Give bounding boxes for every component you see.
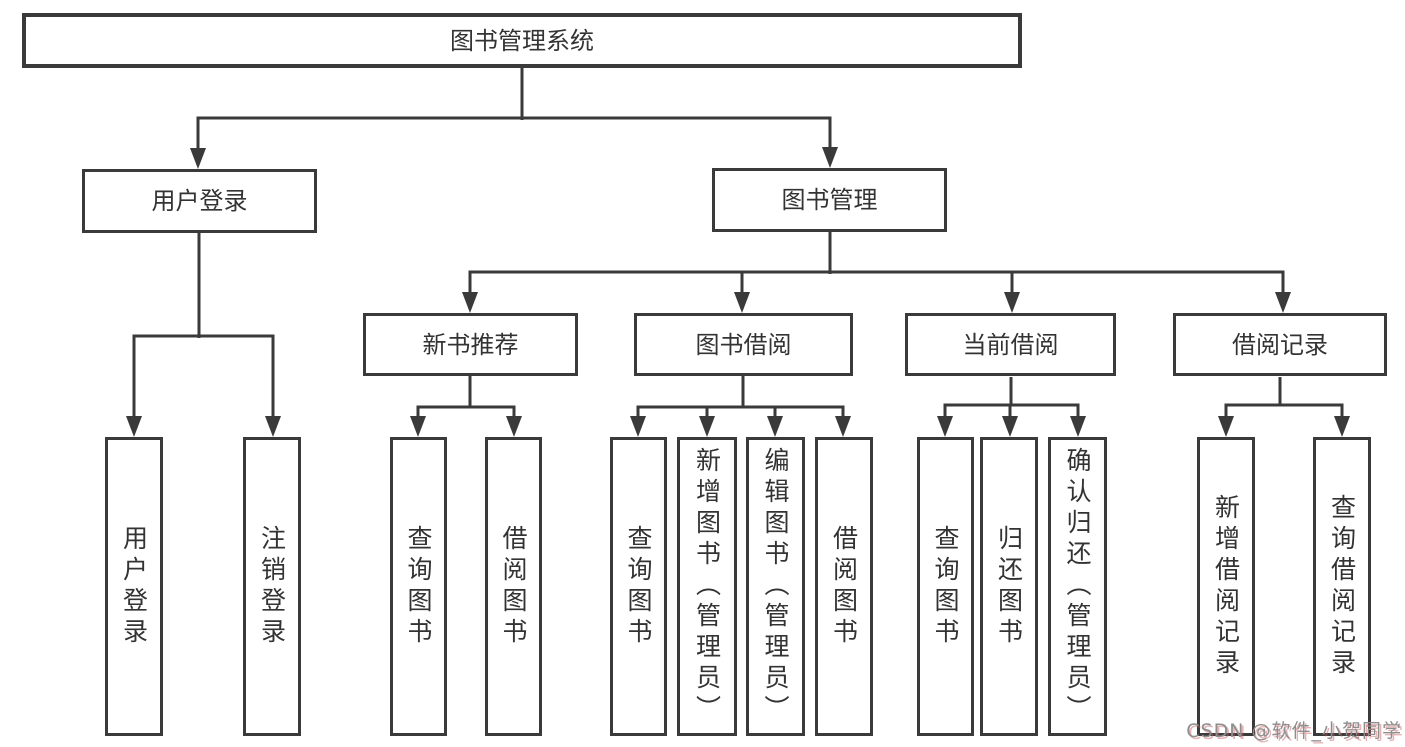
leaf-recommend-query-book: 查询图书 [390, 437, 447, 736]
arrowhead [937, 416, 953, 437]
node-current-borrow: 当前借阅 [905, 313, 1116, 376]
node-user-login: 用户登录 [82, 169, 317, 233]
arrowhead [1275, 292, 1291, 313]
leaf-logout: 注销登录 [243, 437, 301, 736]
arrowhead [835, 416, 851, 437]
leaf-return-book: 归还图书 [980, 437, 1038, 736]
arrowhead [1070, 416, 1086, 437]
connector-currentborrow-children [943, 377, 1080, 419]
leaf-query-borrow-record: 查询借阅记录 [1313, 437, 1371, 736]
node-book-borrow: 图书借阅 [634, 313, 853, 376]
arrowhead [630, 416, 646, 437]
connector-bookborrow-children [636, 376, 845, 419]
arrowhead [190, 148, 206, 169]
leaf-add-borrow-record: 新增借阅记录 [1197, 437, 1255, 736]
connector-userlogin-children [132, 233, 275, 419]
arrowhead [1004, 292, 1020, 313]
connector-root-to-level2 [196, 66, 832, 150]
arrowhead [1218, 416, 1234, 437]
leaf-edit-book-admin: 编辑图书（管理员） [746, 437, 805, 736]
leaf-confirm-return-admin: 确认归还（管理员） [1048, 437, 1107, 736]
arrowhead [506, 416, 522, 437]
arrowhead [767, 416, 783, 437]
node-book-management: 图书管理 [712, 168, 947, 232]
arrowhead [699, 416, 715, 437]
connector-newbookrec-children [416, 376, 516, 419]
arrowhead [734, 292, 750, 313]
leaf-user-login: 用户登录 [105, 437, 163, 736]
node-new-book-recommend: 新书推荐 [363, 313, 578, 376]
arrowhead [462, 292, 478, 313]
connector-bookmgmt-children [468, 232, 1285, 295]
csdn-watermark: CSDN @软件_小贺同学 [1186, 720, 1402, 742]
node-borrow-records: 借阅记录 [1173, 313, 1387, 376]
arrowhead [822, 147, 838, 168]
leaf-recommend-borrow-book: 借阅图书 [485, 437, 542, 736]
arrowhead [265, 416, 281, 437]
arrowhead [1002, 416, 1018, 437]
leaf-borrow-book: 借阅图书 [815, 437, 873, 736]
leaf-current-query-book: 查询图书 [917, 437, 974, 736]
leaf-add-book-admin: 新增图书（管理员） [677, 437, 737, 736]
connector-borrowrecords-children [1224, 377, 1344, 419]
arrowhead [410, 416, 426, 437]
leaf-borrow-query-book: 查询图书 [610, 437, 667, 736]
node-root: 图书管理系统 [22, 13, 1022, 68]
arrowhead [126, 416, 142, 437]
arrowhead [1334, 416, 1350, 437]
